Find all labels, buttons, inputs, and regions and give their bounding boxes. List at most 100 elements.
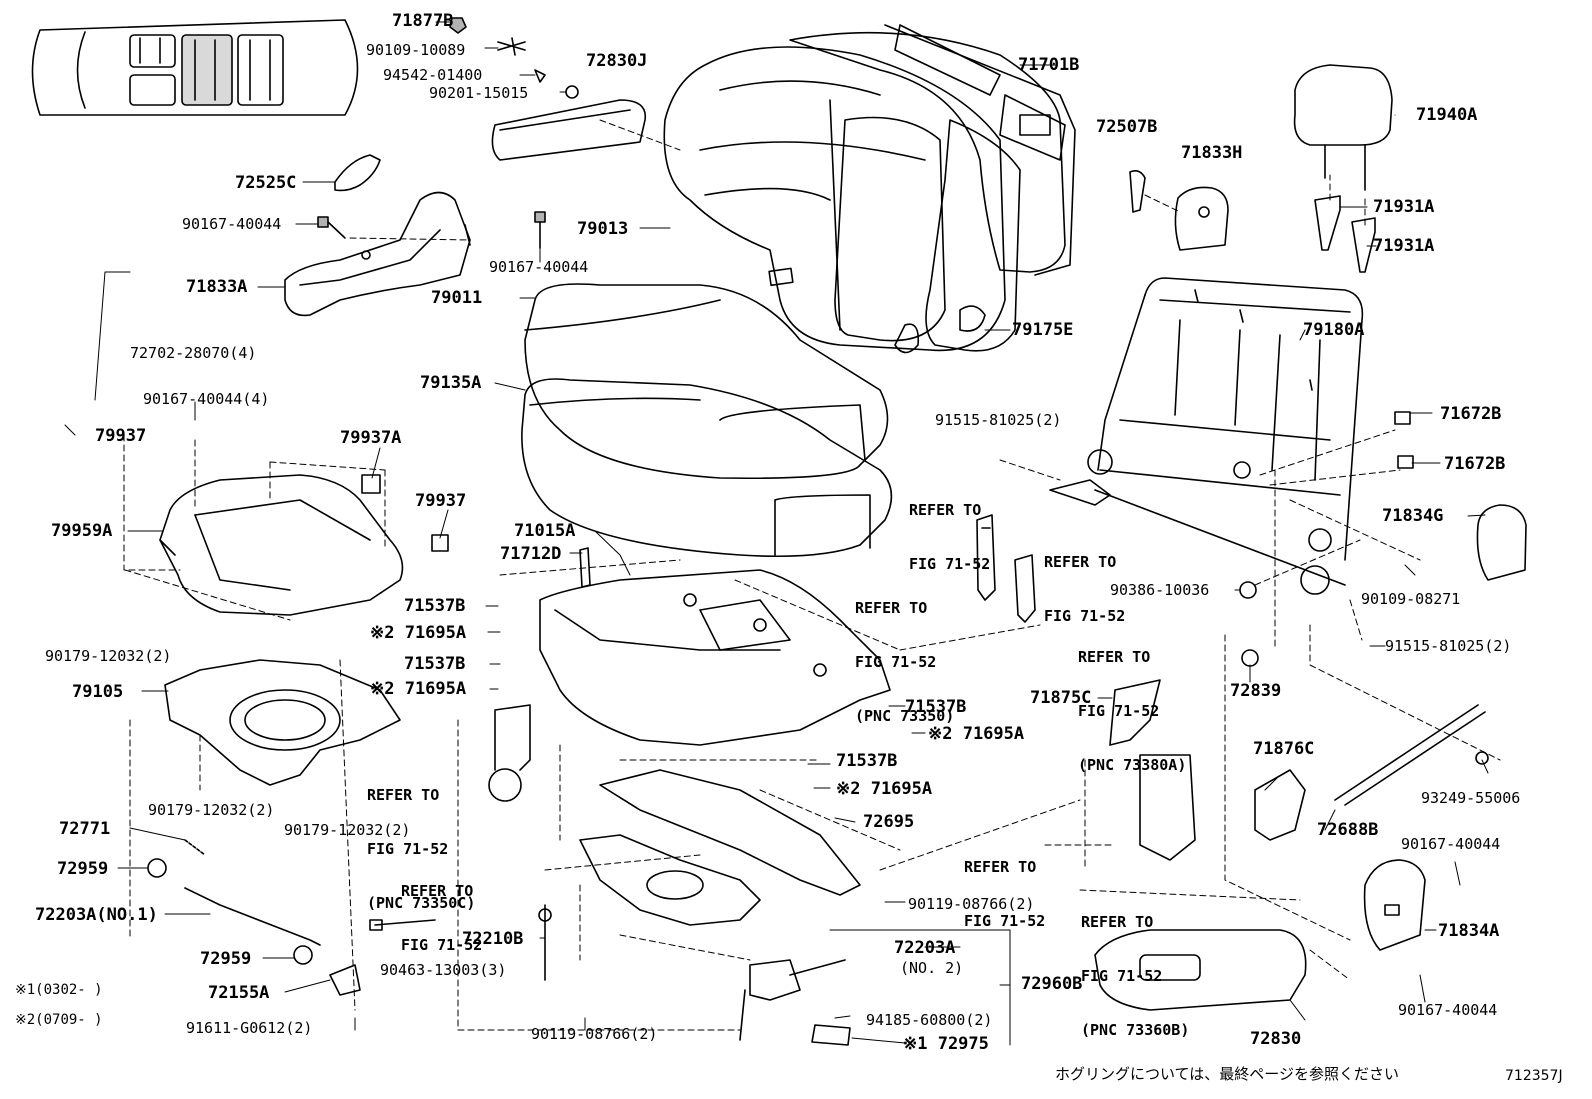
part-91515-81025-a: 91515-81025(2)	[935, 411, 1062, 429]
part-71833a: 71833A	[186, 277, 248, 297]
part-79135a: 79135A	[420, 373, 482, 393]
part-71876c: 71876C	[1253, 739, 1315, 759]
part-90167-40044-c: 90167-40044	[1401, 835, 1501, 853]
part-71672b-b: 71672B	[1444, 454, 1506, 474]
seatbelt-buckle-73350	[976, 514, 996, 601]
knob-72507b	[1129, 170, 1146, 213]
part-71695a-b: ※2 71695A	[370, 679, 467, 699]
part-72210b: 72210B	[462, 929, 524, 949]
part-79013: 79013	[577, 219, 629, 239]
part-71695a-a: ※2 71695A	[370, 623, 467, 643]
part-90167-40044-4: 90167-40044(4)	[143, 390, 270, 408]
refer-line: REFER TO	[1044, 553, 1117, 571]
part-72839: 72839	[1230, 681, 1282, 701]
part-72695: 72695	[863, 812, 915, 832]
part-71833h: 71833H	[1181, 143, 1243, 163]
refer-line: REFER TO	[1081, 913, 1154, 931]
part-72830j: 72830J	[586, 51, 648, 71]
part-79937a: 79937A	[340, 428, 402, 448]
part-71940a: 71940A	[1416, 105, 1478, 125]
part-79105: 79105	[72, 682, 124, 702]
refer-block-6[interactable]: REFER TO FIG 71-52	[964, 822, 1045, 948]
clip-72525c	[334, 154, 381, 192]
refer-block-5[interactable]: REFER TO FIG 71-52 (PNC 73350C)	[367, 750, 475, 930]
refer-line: FIG 71-52	[1044, 607, 1126, 625]
part-71834a: 71834A	[1438, 921, 1500, 941]
part-72203a-no2-suffix: (NO. 2)	[900, 959, 964, 977]
part-71695a-d: ※2 71695A	[836, 779, 933, 799]
seatbelt-buckle-73380a	[1014, 554, 1036, 623]
refer-line: FIG 71-52	[1078, 702, 1160, 720]
refer-line: FIG 71-52	[401, 936, 483, 954]
part-79175e: 79175E	[1012, 320, 1074, 340]
refer-line: FIG 71-52	[855, 653, 937, 671]
part-90179-12032-c: 90179-12032(2)	[284, 821, 411, 839]
part-72771: 72771	[59, 819, 111, 839]
nut-90386	[1239, 581, 1257, 599]
footer-note: ホグリングについては、最終ページを参照ください	[1055, 1065, 1399, 1083]
refer-block-3[interactable]: REFER TO FIG 71-52 (PNC 73350)	[855, 563, 954, 743]
lever-72203a-no2	[739, 959, 846, 1041]
rod-90463	[369, 919, 436, 931]
spring-72771	[184, 839, 206, 856]
refer-line: REFER TO	[1078, 648, 1151, 666]
refer-line: FIG 71-52	[909, 555, 991, 573]
part-72702-28070: 72702-28070(4)	[130, 344, 257, 362]
rod-72203a-no1	[184, 887, 321, 946]
bushing-71672b-b	[1397, 455, 1414, 469]
recliner-cover-71875c	[1109, 679, 1196, 861]
refer-line: (PNC 73360B)	[1081, 1021, 1190, 1039]
cover-71834g	[1476, 504, 1527, 581]
refer-line: FIG 71-52	[964, 912, 1046, 930]
refer-block-1[interactable]: REFER TO FIG 71-52	[909, 465, 990, 591]
part-72688b: 72688B	[1317, 820, 1379, 840]
part-72960b: 72960B	[1021, 974, 1083, 994]
leader-lines	[64, 21, 1489, 1046]
cover-71833h	[1174, 186, 1229, 251]
part-90109-08271: 90109-08271	[1361, 590, 1461, 608]
part-79180a: 79180A	[1303, 320, 1365, 340]
part-72155a: 72155A	[208, 983, 270, 1003]
legend-note-1: ※1(0302- )	[15, 982, 103, 998]
part-79959a: 79959A	[51, 521, 113, 541]
part-72975: ※1 72975	[903, 1034, 989, 1054]
part-72507b: 72507B	[1096, 117, 1158, 137]
part-71931a-b: 71931A	[1373, 236, 1435, 256]
refer-line: REFER TO	[401, 882, 474, 900]
headrest-guide	[1314, 195, 1376, 273]
part-90119-08766-a: 90119-08766(2)	[908, 895, 1035, 913]
refer-block-2[interactable]: REFER TO FIG 71-52	[1044, 517, 1125, 643]
part-71015a: 71015A	[514, 521, 576, 541]
part-90201-15015: 90201-15015	[429, 84, 529, 102]
refer-line: FIG 71-52	[367, 840, 449, 858]
part-71537b-c: 71537B	[905, 697, 967, 717]
refer-line: FIG 71-52	[1081, 967, 1163, 985]
bolt-90167-right	[534, 211, 546, 249]
part-71537b-d: 71537B	[836, 751, 898, 771]
bushing-71672b-a	[1394, 411, 1411, 425]
refer-line: (PNC 73350C)	[367, 894, 476, 912]
bolt-90167-left	[317, 216, 346, 239]
part-71672b-a: 71672B	[1440, 404, 1502, 424]
part-71834g: 71834G	[1382, 506, 1444, 526]
grommet-72959-a	[147, 858, 167, 878]
refer-block-7[interactable]: REFER TO FIG 71-52	[401, 846, 482, 972]
seatback-cover	[894, 119, 1021, 354]
part-71537b-a: 71537B	[404, 596, 466, 616]
legend-note-2: ※2(0709- )	[15, 1012, 103, 1028]
base-frame-79105	[164, 659, 401, 786]
part-71877b: 71877B	[392, 11, 454, 31]
refer-line: (PNC 73350)	[855, 707, 955, 725]
label-72975	[811, 1024, 851, 1046]
part-91515-81025-b: 91515-81025(2)	[1385, 637, 1512, 655]
part-90119-08766-b: 90119-08766(2)	[531, 1025, 658, 1043]
seat-pan-71015a	[539, 547, 891, 746]
part-72959-a: 72959	[57, 859, 109, 879]
part-71701b: 71701B	[1018, 55, 1080, 75]
part-90167-40044-a: 90167-40044	[182, 215, 282, 233]
refer-block-8[interactable]: REFER TO FIG 71-52 (PNC 73360B)	[1081, 877, 1189, 1057]
figure-id: 712357J	[1505, 1068, 1563, 1084]
refer-block-4[interactable]: REFER TO FIG 71-52 (PNC 73380A)	[1078, 612, 1186, 792]
part-72525c: 72525C	[235, 173, 297, 193]
refer-line: (PNC 73380A)	[1078, 756, 1187, 774]
